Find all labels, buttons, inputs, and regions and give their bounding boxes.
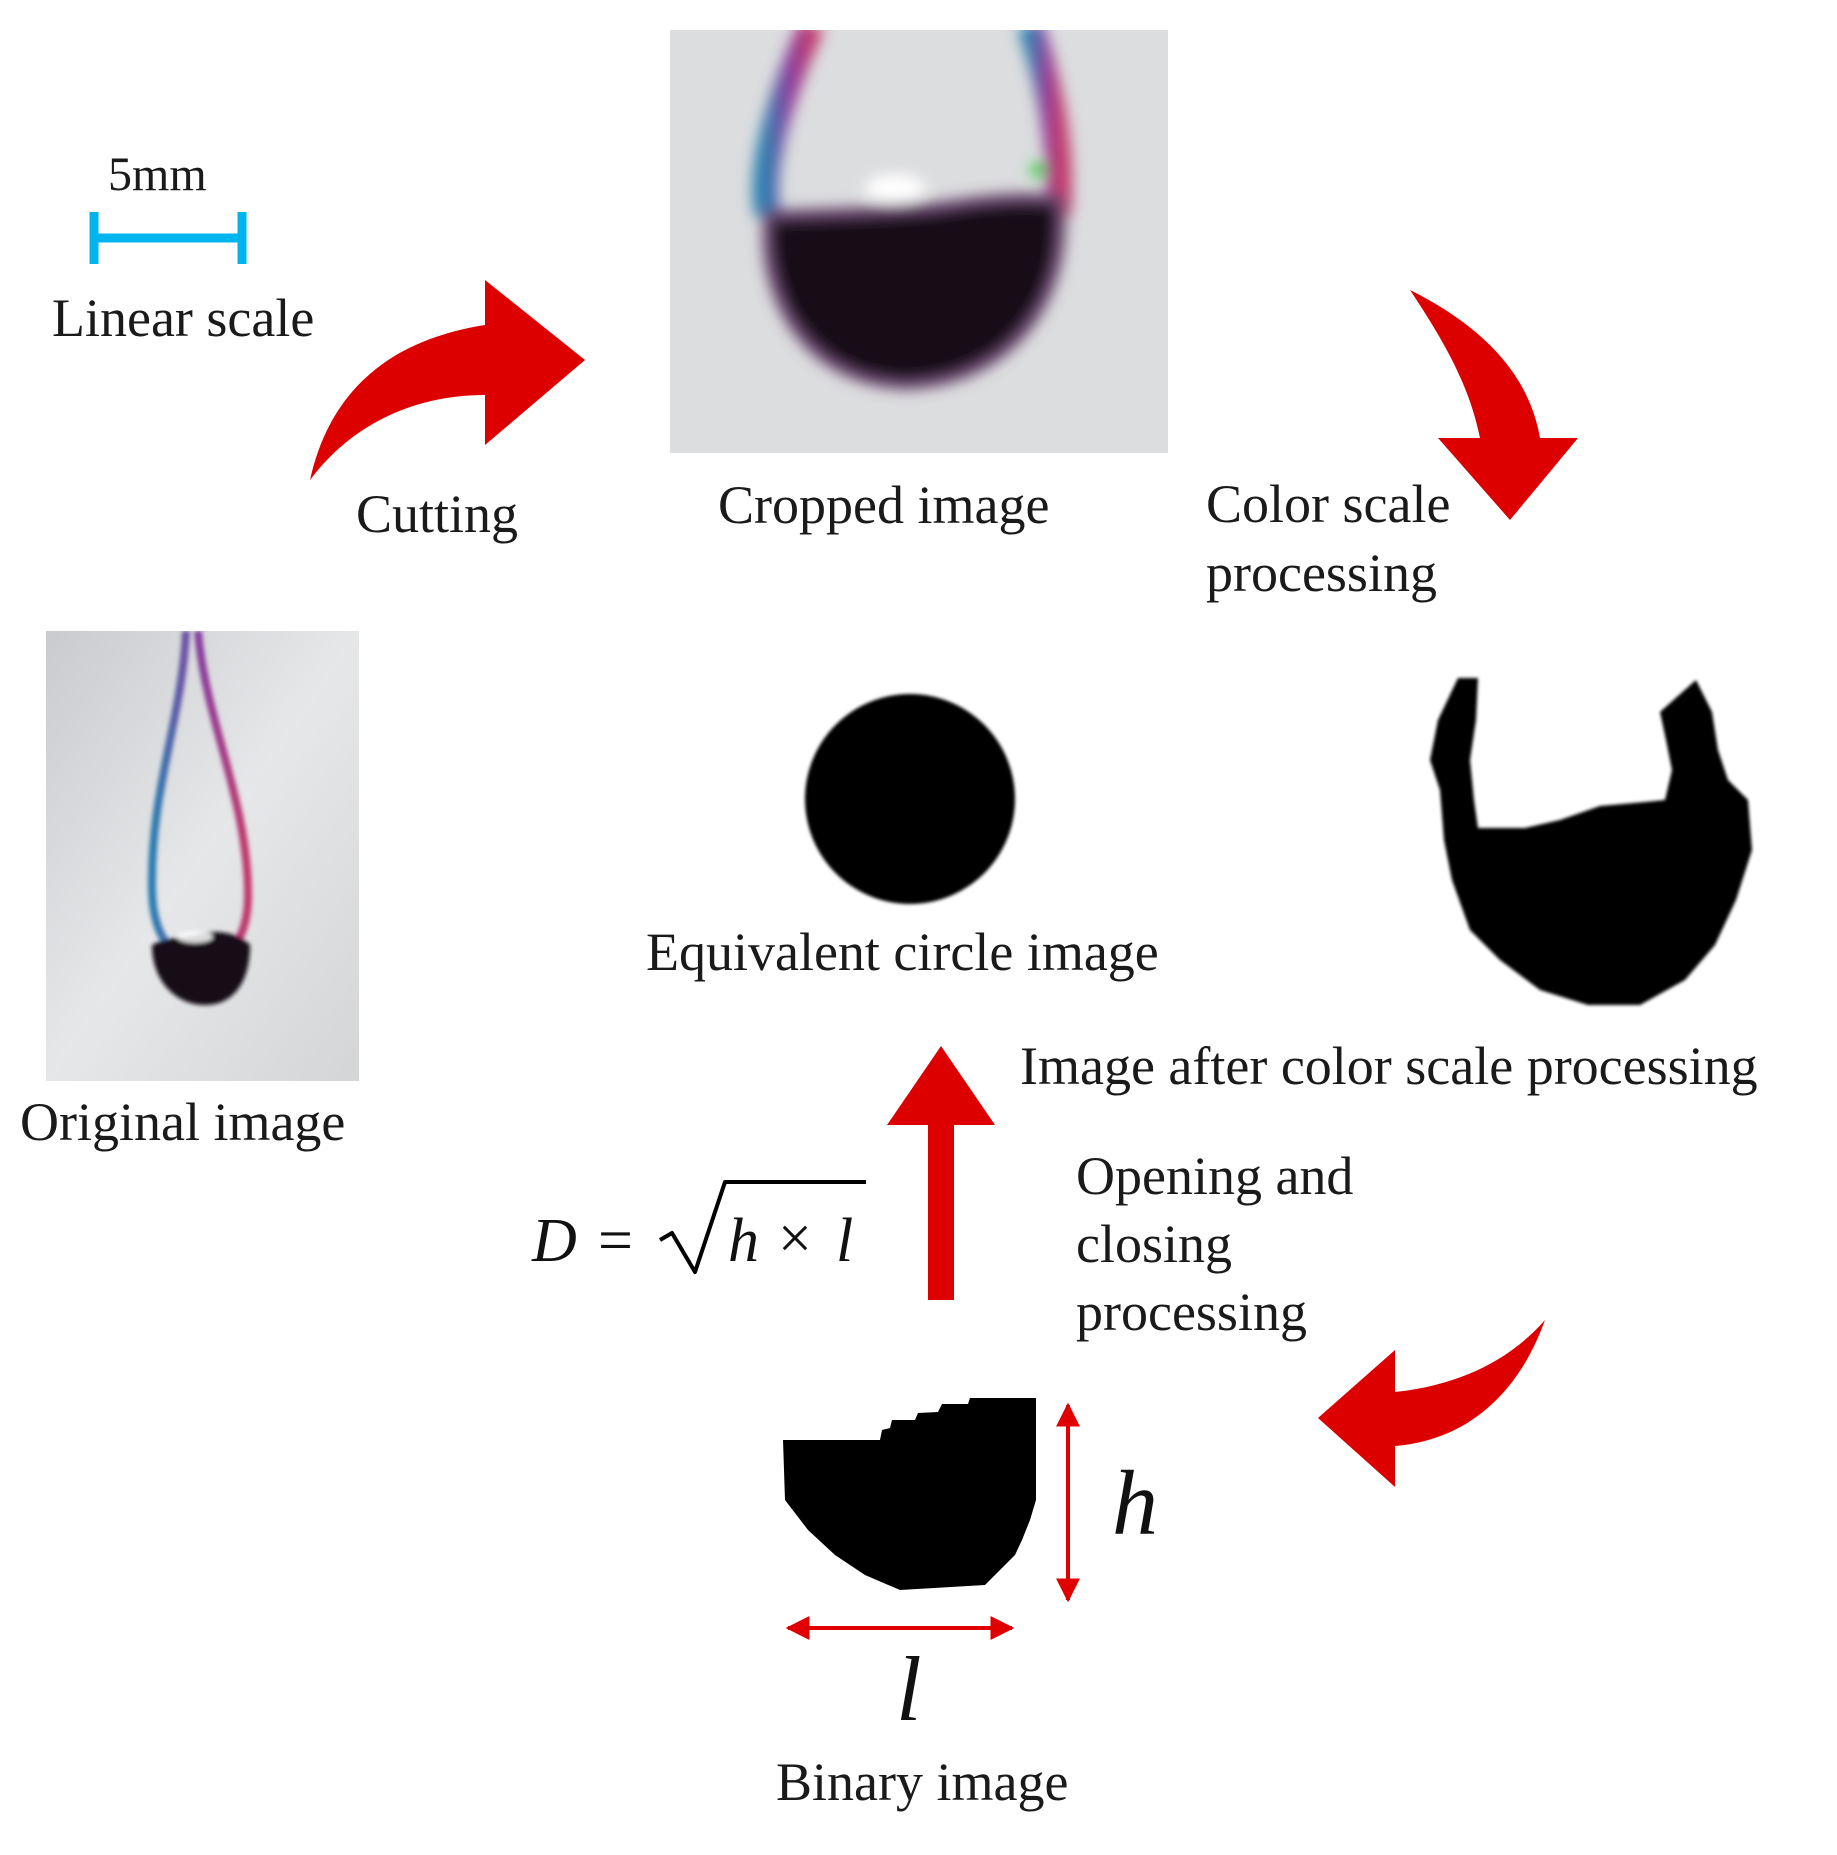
color-scale-label-line2: processing [1206, 543, 1437, 603]
color-scale-arrow [1410, 290, 1578, 520]
scale-value-label: 5mm [108, 148, 207, 201]
color-scale-label-line1: Color scale [1206, 474, 1451, 534]
cropped-image-label: Cropped image [718, 475, 1050, 535]
width-symbol: l [896, 1638, 922, 1740]
equivalent-circle-arrow [887, 1046, 995, 1300]
scale-caption: Linear scale [52, 288, 315, 348]
sqrt-symbol [658, 1180, 866, 1274]
cropped-image [670, 30, 1168, 453]
opening-closing-label-line3: processing [1076, 1282, 1307, 1342]
formula-h: h [728, 1207, 759, 1275]
formula-times: × [778, 1205, 812, 1271]
opening-closing-arrow [1318, 1320, 1545, 1487]
equivalent-circle-label: Equivalent circle image [646, 922, 1159, 982]
formula-l: l [836, 1207, 854, 1275]
binary-image [783, 1398, 1036, 1590]
height-symbol: h [1112, 1452, 1158, 1554]
binary-image-label: Binary image [776, 1752, 1069, 1812]
color-processed-label: Image after color scale processing [1020, 1036, 1758, 1096]
scale-bar [89, 212, 247, 264]
formula-lhs: D [532, 1207, 577, 1275]
formula-equals: = [598, 1207, 633, 1275]
cutting-arrow [310, 280, 585, 480]
color-processed-image [1430, 678, 1752, 1005]
original-image-label: Original image [20, 1092, 346, 1152]
original-image [46, 631, 359, 1081]
cutting-label: Cutting [356, 484, 519, 544]
opening-closing-label-line1: Opening and [1076, 1146, 1354, 1206]
equivalent-circle-image [805, 694, 1015, 904]
opening-closing-label-line2: closing [1076, 1214, 1232, 1274]
